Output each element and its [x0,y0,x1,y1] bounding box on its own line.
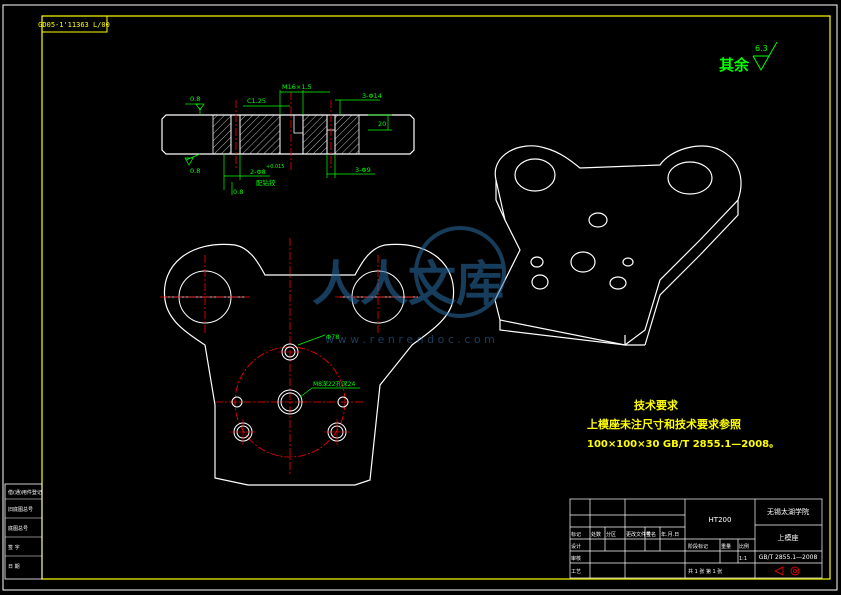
svg-text:旧底图总号: 旧底图总号 [8,506,33,513]
svg-text:2-Φ8: 2-Φ8 [250,168,266,176]
outer-border [2,4,838,591]
svg-text:3-Φ9: 3-Φ9 [355,166,371,174]
bolt-circle-dim: Φ78 [326,333,339,341]
svg-text:借(通)用件登记: 借(通)用件登记 [8,489,42,496]
projection-symbol-icon [774,566,800,576]
svg-text:共 1 张 第 1 张: 共 1 张 第 1 张 [688,568,722,575]
svg-text:20: 20 [378,120,386,128]
section-view: 0.8 C1.25 M16×1.5 3-Φ14 20 0.8 2-Φ8 +0.0… [161,83,415,196]
svg-text:+0.015: +0.015 [266,164,285,170]
tech-req-line1: 上模座未注尺寸和技术要求参照 [587,417,741,431]
svg-text:0.8: 0.8 [233,188,243,196]
roughness-symbol [752,41,778,72]
drawing-code: GD05-1'11363 L/00 [38,21,110,29]
svg-text:重量: 重量 [721,543,731,550]
svg-text:标记: 标记 [571,531,581,538]
svg-text:处数: 处数 [591,531,601,538]
watermark: 人人文库 w w w . r e n r e n d o c . c o m [312,226,506,346]
title-material: HT200 [709,516,732,524]
svg-text:签 字: 签 字 [8,544,20,551]
title-school: 无锡太湖学院 [767,507,809,516]
isometric-view [494,145,742,346]
tech-req-title: 技术要求 [634,398,679,412]
title-standard: GB/T 2855.1—2008 [759,554,818,561]
svg-text:C1.25: C1.25 [247,97,266,105]
svg-text:配钻铰: 配钻铰 [256,178,276,187]
roughness-value: 6.3 [755,44,768,53]
svg-text:0.8: 0.8 [190,167,200,175]
left-strip: 借(通)用件登记 旧底图总号 底图总号 签 字 日 期 [4,483,43,580]
watermark-url: w w w . r e n r e n d o c . c o m [325,333,495,346]
svg-text:比例: 比例 [739,543,749,550]
code-box [41,15,108,33]
thread-note: M8深22孔深24 [313,380,355,388]
plan-view: Φ78 M8深22孔深24 [160,238,455,486]
svg-text:0.8: 0.8 [190,95,200,103]
tech-req-line2: 100×100×30 GB/T 2855.1—2008。 [587,439,779,450]
roughness-prefix: 其余 [719,56,750,74]
svg-text:3-Φ14: 3-Φ14 [362,92,382,100]
svg-text:分区: 分区 [606,531,616,538]
svg-text:设计: 设计 [571,543,581,550]
svg-text:签名: 签名 [646,531,656,538]
title-block [569,498,823,579]
svg-text:M16×1.5: M16×1.5 [282,83,312,91]
title-part-name: 上模座 [778,533,799,542]
svg-text:1:1: 1:1 [739,556,747,562]
svg-text:工艺: 工艺 [571,569,581,575]
svg-text:日 期: 日 期 [8,564,20,570]
inner-frame [41,15,831,580]
svg-text:审核: 审核 [571,555,581,562]
svg-text:更改文件号: 更改文件号 [626,531,651,538]
svg-text:底图总号: 底图总号 [8,525,28,532]
watermark-text: 人人文库 [312,256,504,312]
svg-text:阶段标记: 阶段标记 [688,543,708,550]
svg-text:年.月.日: 年.月.日 [661,531,679,538]
